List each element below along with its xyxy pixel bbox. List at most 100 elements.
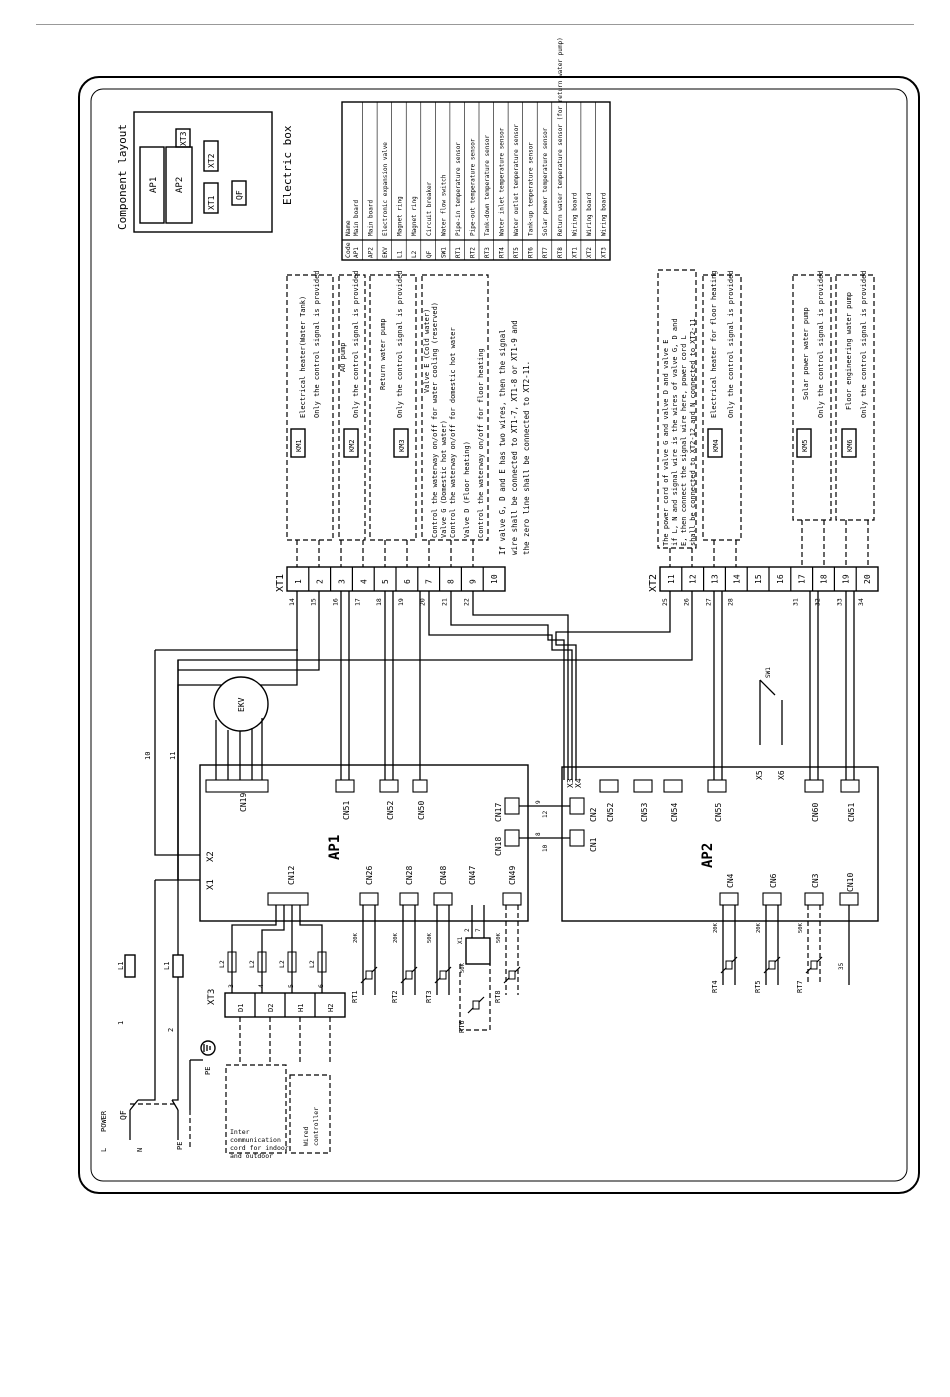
xt2-terminal-14: 14 [732, 574, 741, 584]
xt2-wire-33: 33 [835, 598, 843, 606]
relay-km5 [796, 428, 812, 458]
ap2-label: AP2 [700, 843, 716, 868]
legend-code-6: SW1 [440, 247, 447, 258]
load-text-4: Return water pump [379, 318, 387, 390]
xt3-terminal-H1: H1 [297, 1004, 305, 1012]
legend-name-17: Wiring board [600, 192, 607, 236]
note-power-1: if L, N and signal wire is the wires of … [671, 318, 679, 546]
xt2-wire-34: 34 [857, 598, 865, 606]
power-qf: QF [119, 1110, 128, 1120]
legend-name-3: Magnet ring [397, 196, 404, 236]
ap2-cn60: CN60 [811, 803, 820, 822]
legend-name-14: Return water temperature sensor (for ret… [557, 37, 564, 236]
legend-code-15: XT1 [571, 247, 578, 258]
legend-code-5: QF [426, 250, 433, 258]
ap1-wire-11: 11 [169, 752, 177, 760]
x1-small-pin-2: 2 [464, 928, 471, 932]
note-power-3: shall be connected to XT2-12 and N conne… [689, 318, 697, 546]
legend-code-9: RT3 [484, 247, 491, 258]
load-text-13: Only the control signal is provided [727, 270, 735, 418]
interconn-line-1: communication [230, 1136, 281, 1144]
l2-label-1: L2 [248, 960, 256, 968]
ap2-cn4: CN4 [726, 873, 735, 888]
xt1-label: XT1 [275, 574, 286, 592]
electric-box-label: Electric box [281, 125, 294, 205]
xt2-terminal-16: 16 [776, 574, 785, 584]
relay-km3-label: KM3 [398, 439, 406, 452]
legend-code-7: RT1 [455, 247, 462, 258]
sensor-RT5-value: 20K [756, 922, 762, 933]
interconn-line-3: and outdoor [230, 1152, 273, 1160]
relay-km4-label: KM4 [712, 439, 720, 452]
ekv-valve: EKV [213, 676, 269, 780]
xt1-terminal-2: 2 [316, 579, 325, 584]
legend-name-0: Main board [353, 199, 360, 236]
legend-name-4: Magnet ring [411, 196, 418, 236]
ap1-cn52: CN52 [386, 801, 395, 820]
ap2-cn1: CN1 [589, 837, 598, 852]
page-top-rule [36, 24, 914, 25]
power-l: L [100, 1148, 108, 1152]
ap2-cn52: CN52 [606, 803, 615, 822]
sensor-RT7-value: 50K [798, 922, 804, 933]
layout-xt2: XT2 [207, 153, 216, 168]
legend-name-15: Wiring board [571, 192, 578, 236]
component-layout-title: Component layout [116, 124, 129, 230]
ap1-wire-8: 8 [535, 832, 542, 836]
xt2-wire-28: 28 [726, 598, 734, 606]
load-texts: Electrical heater(Water Tank) Only the c… [299, 270, 868, 538]
ap2-cn6: CN6 [769, 873, 778, 888]
ap2-cn10: CN10 [846, 873, 855, 892]
component-layout: Component layout Electric box AP1 AP2 XT… [116, 111, 294, 233]
load-text-14: Solar power water pump [802, 307, 810, 400]
legend-code-2: EKV [382, 247, 389, 258]
relay-km5-label: KM5 [801, 439, 809, 452]
legend-code-13: RT7 [542, 247, 549, 258]
xt1-wire-20: 20 [419, 598, 427, 606]
interconn-line-2: cord for indoor [230, 1144, 289, 1152]
xt1-terminal-9: 9 [468, 579, 477, 584]
ap2-x3: X3 [566, 778, 575, 788]
load-text-0: Electrical heater(Water Tank) [299, 296, 307, 418]
ground-icon [200, 1040, 216, 1056]
load-text-10: Valve D (Floor heating) [463, 441, 471, 538]
sensor-RT5-label: RT5 [754, 980, 762, 993]
xt2-wire-27: 27 [705, 598, 713, 606]
note-valve: If valve G, D and E has two wires, then … [498, 320, 531, 555]
xt2-wire-25: 25 [661, 598, 669, 606]
ap1-wire-10b: 10 [542, 844, 549, 852]
load-text-1: Only the control signal is provided [313, 270, 321, 418]
xt3-wire-H2: 6 [317, 984, 325, 988]
xt3-terminal-D1: D1 [237, 1004, 245, 1012]
legend-code-17: XT3 [600, 247, 607, 258]
legend-code-4: L2 [411, 250, 418, 258]
legend-name-8: Pipe-out temperature sensor [469, 138, 476, 236]
xt2-wire-26: 26 [683, 598, 691, 606]
sensor-RT2-value: 20K [393, 932, 399, 943]
legend-code-10: RT4 [499, 247, 506, 258]
xt2-wire-31: 31 [792, 598, 800, 606]
xt2-terminal-18: 18 [820, 574, 829, 584]
relay-km3 [393, 428, 409, 458]
sw1-label: SW1 [765, 667, 772, 678]
ap2-x6: X6 [777, 770, 786, 780]
layout-ap1: AP1 [149, 177, 159, 193]
legend-name-12: Tank-up temperature sensor [528, 142, 535, 236]
ap2-cn2: CN2 [589, 807, 598, 822]
l1-ring-b [172, 954, 184, 978]
legend-name-13: Solar power temperature sensor [542, 127, 549, 236]
ap1-cn49: CN49 [508, 866, 517, 885]
load-text-3: Only the control signal is provided [352, 270, 360, 418]
sensor-RT1-value: 20K [353, 932, 359, 943]
legend-code-3: L1 [397, 250, 404, 258]
ap1-cn28: CN28 [405, 866, 414, 885]
legend-header-code: Code [344, 242, 352, 258]
power-wire-2: 2 [167, 1028, 175, 1032]
layout-xt3: XT3 [179, 131, 188, 146]
ap1-cn17: CN17 [494, 803, 503, 822]
load-text-15: Only the control signal is provided [817, 270, 825, 418]
legend-name-1: Main board [368, 199, 375, 236]
